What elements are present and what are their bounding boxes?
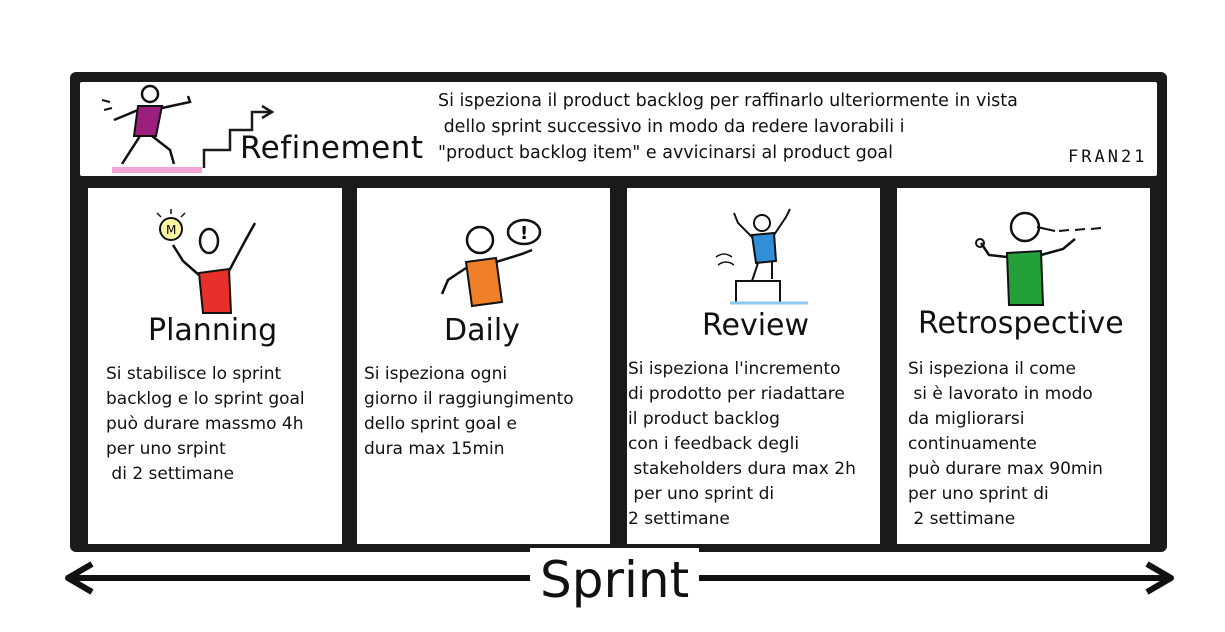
refinement-description: Si ispeziona il product backlog per raff… <box>438 88 1088 166</box>
refinement-line: dello sprint successivo in modo da reder… <box>438 117 905 137</box>
card-title: Retrospective <box>918 306 1124 341</box>
refinement-figure-icon <box>101 84 275 173</box>
card-line: di 2 settimane <box>106 464 235 484</box>
card-line: Si stabilisce lo sprint <box>106 364 282 384</box>
card-line: può durare massmo 4h <box>106 414 304 434</box>
card-line: 2 settimane <box>628 509 730 529</box>
svg-text:M: M <box>166 223 176 237</box>
card-description: Si ispeziona ogni giorno il raggiungimen… <box>364 362 574 462</box>
daily-figure-icon: ! <box>440 218 542 308</box>
card-line: può durare max 90min <box>908 459 1103 479</box>
sprint-label: Sprint <box>530 548 700 612</box>
refinement-line: "product backlog item" e avvicinarsi al … <box>438 143 893 163</box>
retrospective-figure-icon <box>975 211 1102 306</box>
card-title: Review <box>702 308 810 343</box>
refinement-line: Si ispeziona il product backlog per raff… <box>438 91 1018 111</box>
card-line: dello sprint goal e <box>364 414 517 434</box>
card-line: giorno il raggiungimento <box>364 389 574 409</box>
card-title: Planning <box>148 313 278 348</box>
card-retrospective <box>897 188 1150 544</box>
card-line: stakeholders dura max 2h <box>628 459 856 479</box>
card-title: Daily <box>444 313 520 348</box>
card-line: si è lavorato in modo <box>908 384 1093 404</box>
card-line: per uno sprint di <box>908 484 1049 504</box>
card-line: di prodotto per riadattare <box>628 384 845 404</box>
card-line: dura max 15min <box>364 439 505 459</box>
card-line: continuamente <box>908 434 1037 454</box>
card-line: 2 settimane <box>908 509 1016 529</box>
card-line: da migliorarsi <box>908 409 1025 429</box>
card-description: Si stabilisce lo sprint backlog e lo spr… <box>106 362 305 487</box>
card-line: per uno sprint di <box>628 484 775 504</box>
review-figure-icon <box>715 208 808 305</box>
card-description: Si ispeziona l'incremento di prodotto pe… <box>628 357 856 532</box>
refinement-panel <box>80 82 1157 176</box>
card-line: Si ispeziona l'incremento <box>628 359 841 379</box>
card-line: backlog e lo sprint goal <box>106 389 305 409</box>
card-line: Si ispeziona ogni <box>364 364 508 384</box>
card-line: con i feedback degli <box>628 434 800 454</box>
card-line: il product backlog <box>628 409 780 429</box>
svg-text:!: ! <box>520 223 528 244</box>
refinement-title: Refinement <box>240 130 424 166</box>
card-description: Si ispeziona il come si è lavorato in mo… <box>908 357 1103 532</box>
planning-figure-icon: M <box>156 209 257 314</box>
card-line: per uno srpint <box>106 439 226 459</box>
card-line: Si ispeziona il come <box>908 359 1077 379</box>
author-signature: FRAN21 <box>1068 147 1148 167</box>
